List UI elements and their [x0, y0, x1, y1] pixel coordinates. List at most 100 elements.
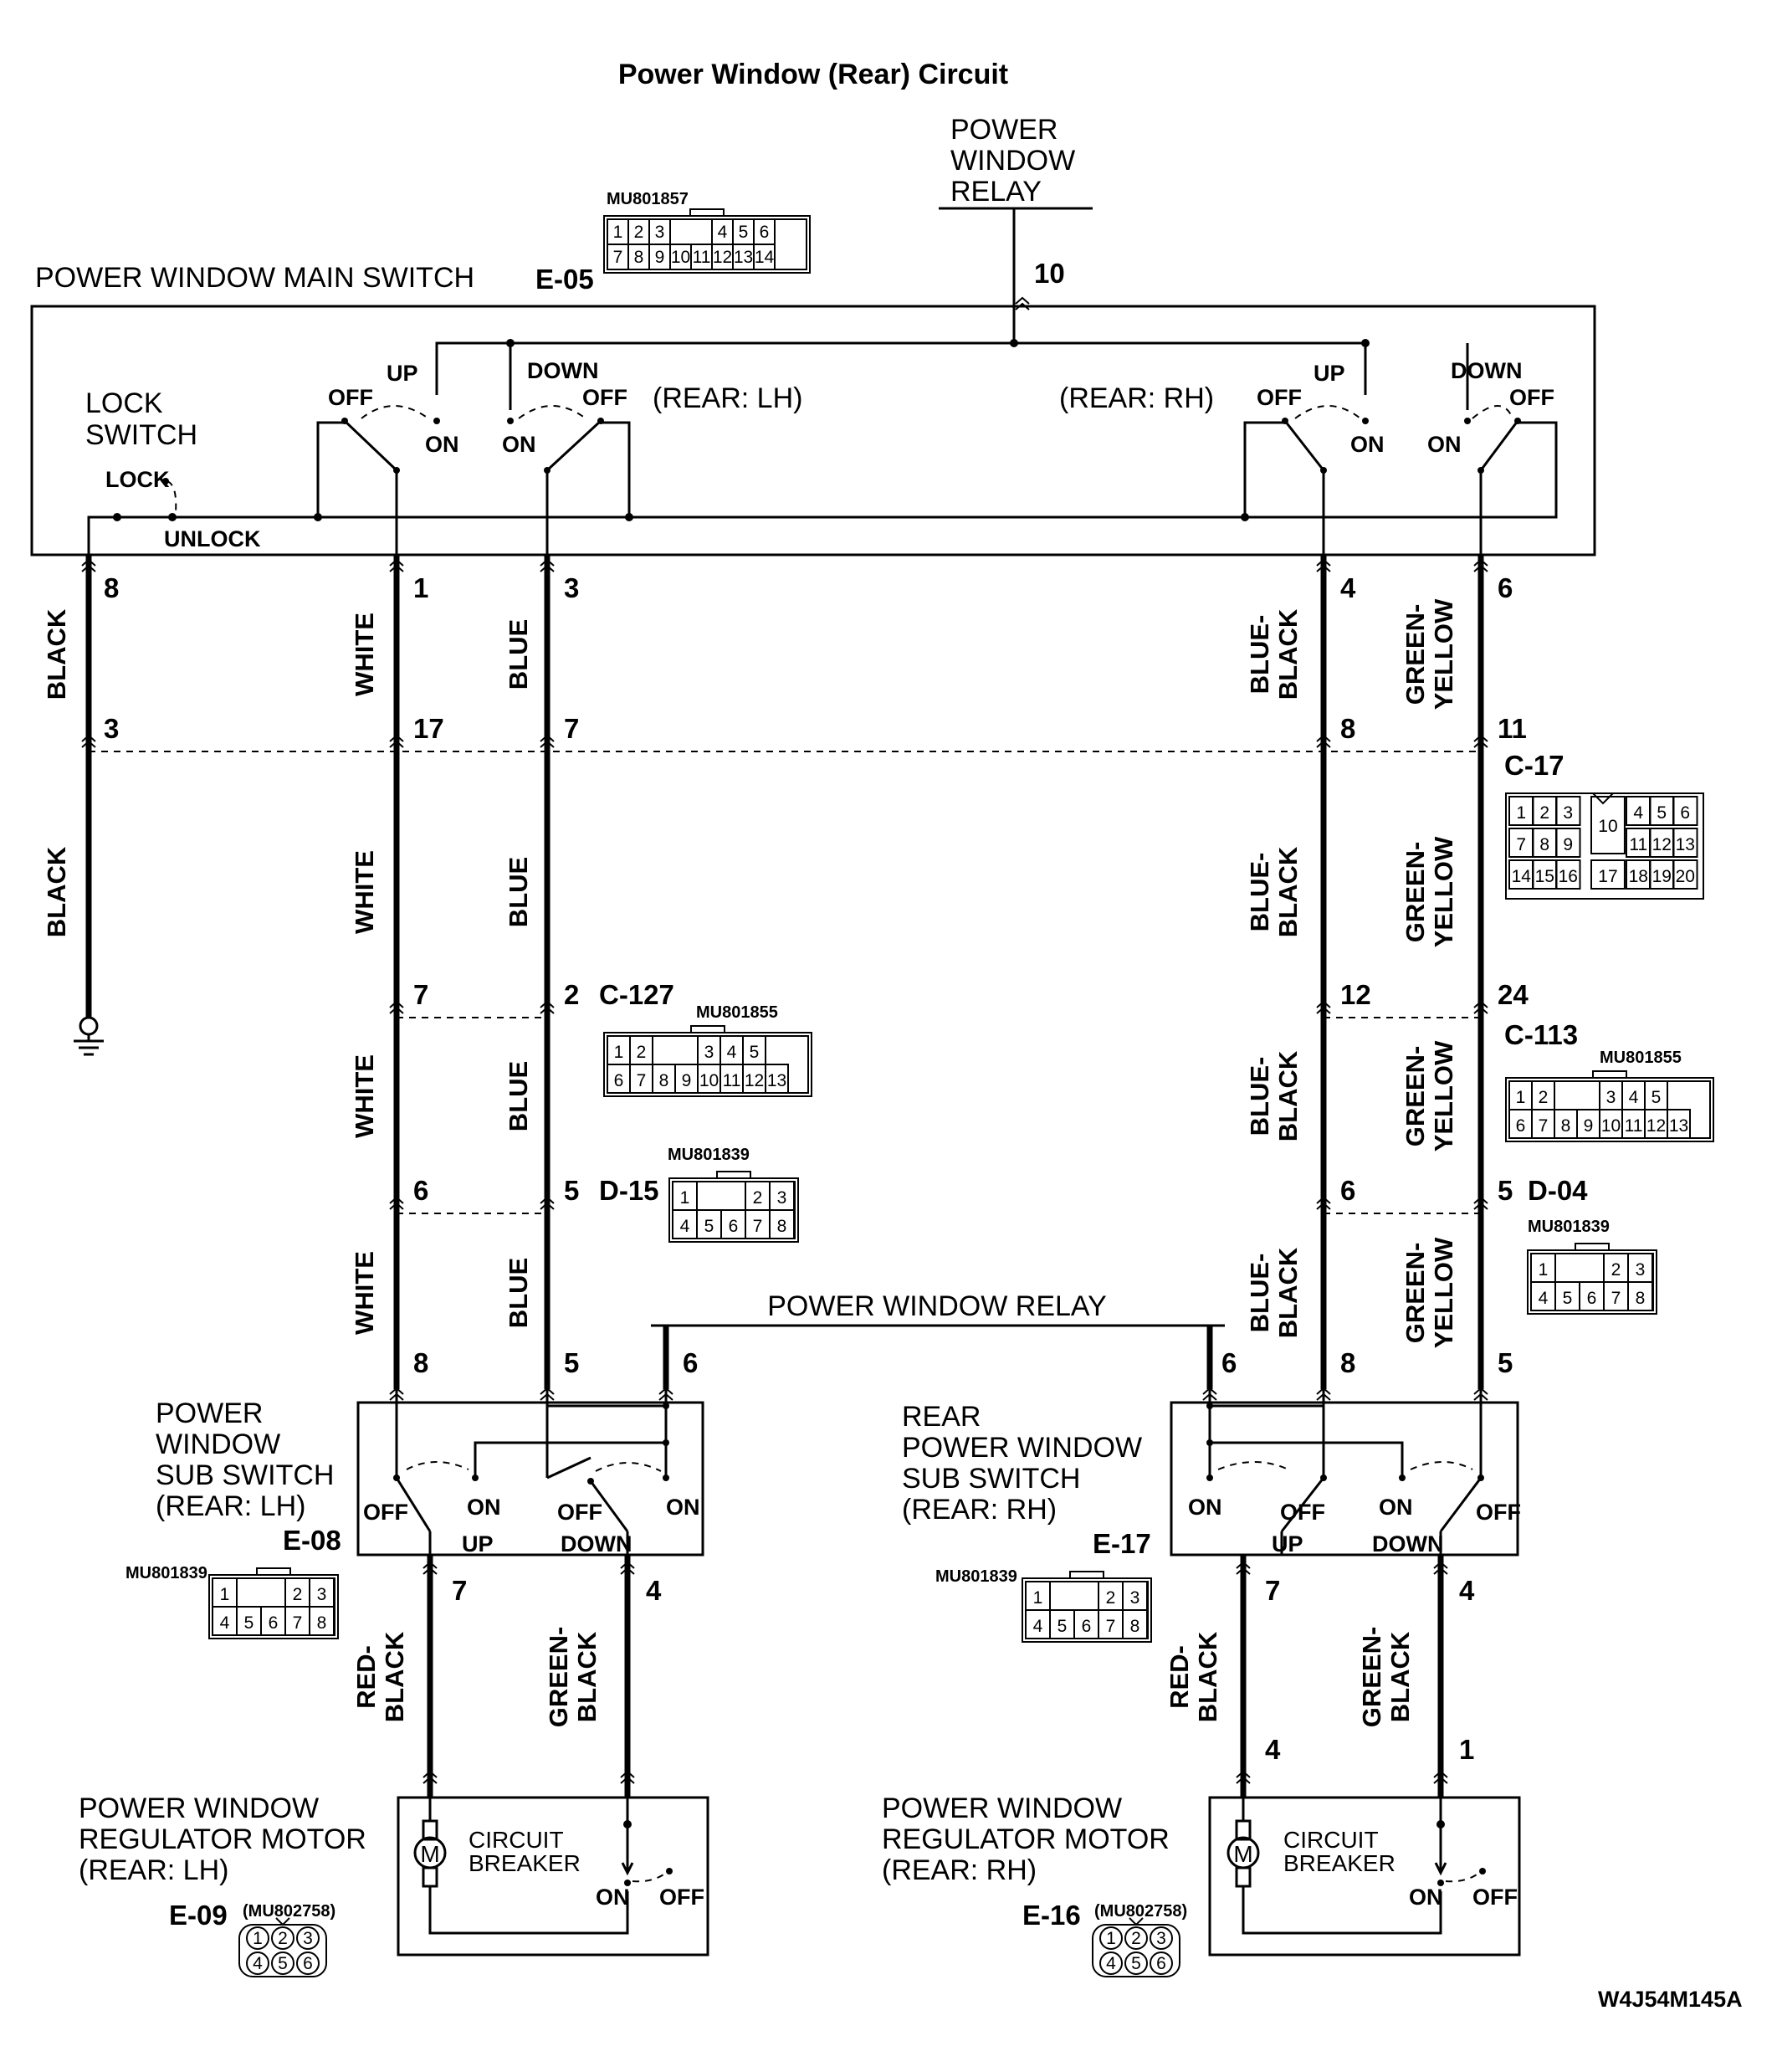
connector-pin-label: 6	[729, 1217, 739, 1236]
motor-lh: POWER WINDOW REGULATOR MOTOR (REAR: LH) …	[79, 1792, 709, 1977]
wire-blue-label-3: BLUE	[504, 1061, 533, 1131]
wire-white-label-3: WHITE	[350, 1054, 379, 1138]
pin-white-1: 1	[413, 572, 428, 603]
wire-greenyellow-label-3: GREEN- YELLOW	[1401, 1040, 1458, 1151]
wire-redblack-lh: RED- BLACK	[351, 1631, 409, 1722]
wire-greenblack-rh-a: GREEN-	[1357, 1627, 1386, 1728]
rear-rh-label: (REAR: RH)	[1059, 382, 1214, 414]
wire-greenblack-lh-a: GREEN-	[544, 1627, 573, 1728]
pin-blue-1: 3	[564, 572, 579, 603]
connector-pin-label: 5	[1657, 803, 1667, 823]
connector-pin-label: 13	[1676, 835, 1695, 854]
connector-pin-label: 19	[1652, 867, 1672, 886]
wire-blueblack-label-1b: BLACK	[1273, 608, 1303, 700]
connector-pin-label: 4	[220, 1613, 230, 1633]
motor-lh-line-1: POWER WINDOW	[79, 1792, 319, 1824]
connector-pin-label: 5	[278, 1954, 288, 1973]
connector-pin-label: 2	[634, 223, 644, 242]
lock-label: LOCK	[105, 467, 170, 492]
sub-rh-on-1: ON	[1188, 1495, 1222, 1520]
connector-pin-label: 7	[1516, 835, 1526, 854]
connector-pin-label: 13	[767, 1071, 786, 1090]
c127-part: MU801855	[696, 1003, 778, 1022]
wire-blueblack-label-1: BLUE- BLACK	[1245, 608, 1303, 700]
connector-pin-label: 1	[253, 1929, 263, 1948]
lh-up-off: OFF	[328, 385, 373, 410]
connector-pin-label: 2	[1539, 803, 1549, 823]
wire-white-label-1: WHITE	[350, 613, 379, 696]
connector-pin-label: 13	[734, 248, 753, 267]
connector-pin-label: 5	[1652, 1088, 1662, 1107]
lock-switch-line-2: SWITCH	[85, 419, 197, 451]
sub-rh-off-2: OFF	[1476, 1500, 1521, 1525]
pin-blueblack-5: 8	[1340, 1347, 1355, 1378]
motor-lh-cb-1: CIRCUIT	[469, 1827, 564, 1853]
rh-down-label: DOWN	[1451, 358, 1522, 383]
sub-rh-on-2: ON	[1379, 1495, 1413, 1520]
connector-pin-label: 8	[1561, 1116, 1571, 1136]
connector-pin-label: 5	[1563, 1289, 1573, 1308]
pin-blue-2: 7	[564, 713, 579, 744]
wire-black-label-1: BLACK	[42, 608, 71, 700]
connector-pin-label: 7	[1539, 1116, 1549, 1136]
connector-pin-label: 7	[293, 1613, 303, 1633]
connector-pin-label: 4	[1629, 1088, 1639, 1107]
connector-pin-label: 3	[1636, 1260, 1646, 1280]
connector-pin-label: 5	[739, 223, 749, 242]
wire-greenyellow-label-2b: YELLOW	[1429, 836, 1458, 947]
sub-rh-line-3: SUB SWITCH	[902, 1463, 1080, 1495]
connector-pin-label: 17	[1598, 867, 1617, 886]
connector-pin-label: 1	[1106, 1929, 1116, 1948]
connector-pin-label: 10	[699, 1071, 719, 1090]
relay-mid-label: POWER WINDOW RELAY	[767, 1290, 1107, 1322]
connector-pin-label: 6	[1156, 1954, 1166, 1973]
lh-down-on: ON	[502, 432, 536, 457]
connector-pin-label: 13	[1669, 1116, 1688, 1136]
wire-blueblack-label-4: BLUE- BLACK	[1245, 1247, 1303, 1338]
connector-pin-label: 5	[704, 1217, 714, 1236]
connector-pin-label: 4	[1106, 1954, 1116, 1973]
motor-rh-line-2: REGULATOR MOTOR	[882, 1823, 1170, 1855]
pin-blueblack-3: 12	[1340, 979, 1371, 1010]
connector-pin-label: 1	[1539, 1260, 1549, 1280]
motor-lh-part: (MU802758)	[243, 1902, 335, 1921]
connector-pin-label: 1	[220, 1585, 230, 1604]
pin-blueblack-4: 6	[1340, 1175, 1355, 1206]
wire-blueblack-label-4a: BLUE-	[1245, 1254, 1274, 1333]
diagram-title: Power Window (Rear) Circuit	[618, 59, 1008, 90]
connector-pin-label: 9	[655, 248, 665, 267]
connector-pin-label: 2	[278, 1929, 288, 1948]
connector-pin-label: 8	[1539, 835, 1549, 854]
unlock-label: UNLOCK	[164, 526, 261, 551]
connector-pin-label: 3	[777, 1188, 787, 1208]
motor-rh-pin-in-2: 1	[1459, 1734, 1474, 1765]
sub-rh-pin-out-1: 7	[1265, 1575, 1280, 1606]
connector-pin-label: 8	[1130, 1617, 1140, 1636]
connector-pin-label: 11	[723, 1071, 741, 1090]
motor-lh-off: OFF	[659, 1885, 704, 1910]
c113-part: MU801855	[1600, 1049, 1682, 1067]
wire-blueblack-label-3: BLUE- BLACK	[1245, 1050, 1303, 1141]
sub-lh-line-3: SUB SWITCH	[156, 1459, 334, 1491]
sub-lh-pin-out-1: 7	[452, 1575, 467, 1606]
wire-redblack-rh: RED- BLACK	[1165, 1631, 1222, 1722]
connector-pin-label: 3	[1606, 1088, 1616, 1107]
sub-rh-line-2: POWER WINDOW	[902, 1432, 1142, 1464]
motor-rh: POWER WINDOW REGULATOR MOTOR (REAR: RH) …	[882, 1792, 1521, 1977]
pin-blue-4: 5	[564, 1175, 579, 1206]
connector-pin-label: 6	[1516, 1116, 1526, 1136]
pin-greenyellow-5: 5	[1498, 1347, 1513, 1378]
wire-greenblack-lh: GREEN- BLACK	[544, 1627, 602, 1728]
connector-pin-label: 7	[753, 1217, 763, 1236]
connector-pin-label: 1	[1516, 1088, 1526, 1107]
main-switch-label: POWER WINDOW MAIN SWITCH	[35, 262, 474, 294]
wire-redblack-lh-b: BLACK	[380, 1631, 409, 1722]
wire-greenyellow-label-1: GREEN- YELLOW	[1401, 598, 1458, 710]
relay-top-pin: 10	[1034, 258, 1065, 289]
connector-pin-label: 4	[727, 1043, 737, 1062]
sub-lh-part: MU801839	[125, 1564, 207, 1582]
pin-greenyellow-3: 24	[1498, 979, 1529, 1010]
